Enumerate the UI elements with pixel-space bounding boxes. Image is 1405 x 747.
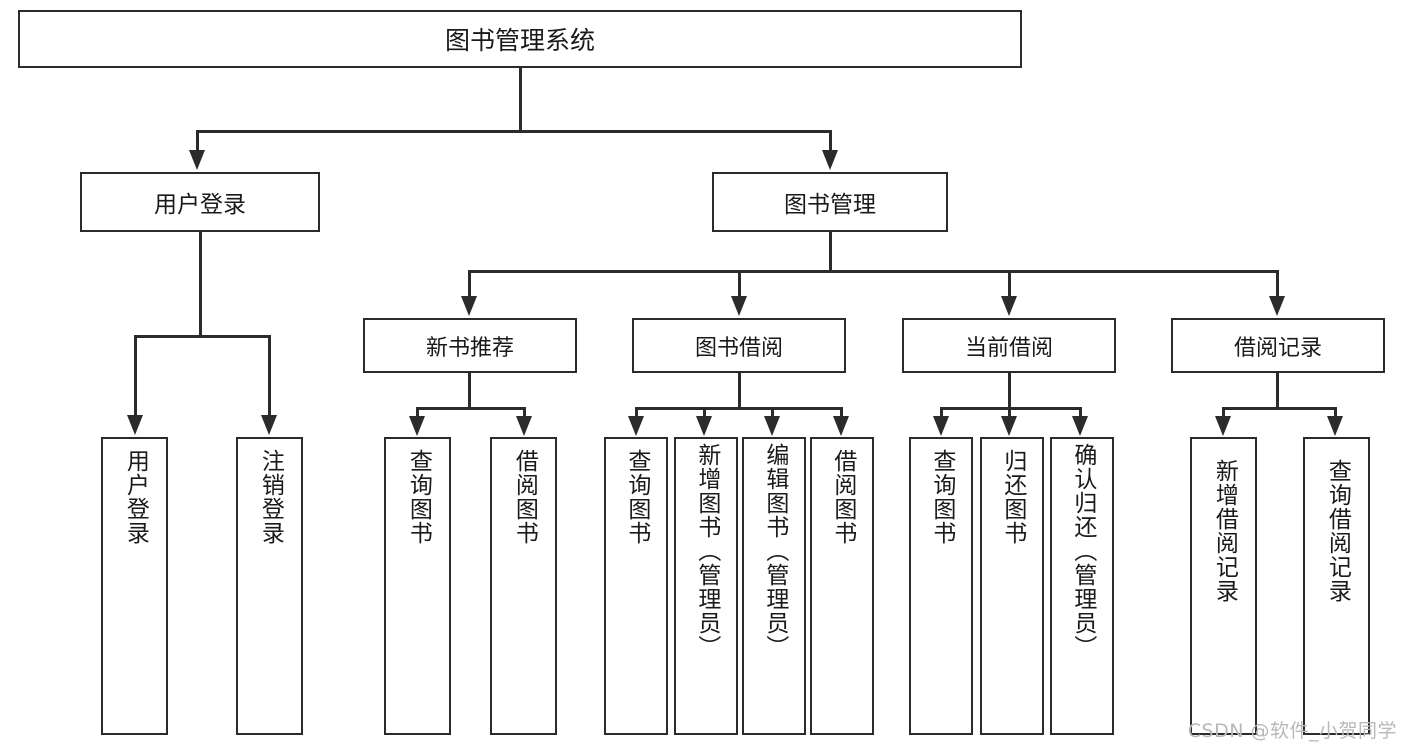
leaf-new-book-2[interactable]: 借阅图书 xyxy=(490,437,557,735)
connector-root-to-user-login xyxy=(196,130,199,152)
arrowhead-to-book-manage xyxy=(822,150,838,170)
node-root-label: 图书管理系统 xyxy=(444,26,595,55)
connector-root-to-book-manage xyxy=(829,130,832,152)
arrowhead-borrow-record-leaf2 xyxy=(1327,416,1343,436)
leaf-book-borrow-4[interactable]: 借阅图书 xyxy=(810,437,874,735)
connector-new-book-leaf2 xyxy=(523,407,526,418)
connector-current-borrow-leaf3 xyxy=(1079,407,1082,418)
node-new-book-recommend[interactable]: 新书推荐 xyxy=(363,318,577,373)
arrowhead-book-borrow-leaf1 xyxy=(628,416,644,436)
node-root-system[interactable]: 图书管理系统 xyxy=(18,10,1022,68)
leaf-book-borrow-4-label: 借阅图书 xyxy=(829,449,856,545)
connector-new-book-bar xyxy=(416,407,526,410)
connector-book-borrow-stem xyxy=(738,373,741,409)
arrowhead-borrow-record-leaf1 xyxy=(1215,416,1231,436)
arrowhead-new-book-leaf2 xyxy=(516,416,532,436)
node-user-login[interactable]: 用户登录 xyxy=(80,172,320,232)
connector-borrow-record-stem xyxy=(1276,373,1279,409)
leaf-new-book-1[interactable]: 查询图书 xyxy=(384,437,451,735)
arrowhead-new-book-leaf1 xyxy=(409,416,425,436)
leaf-user-login-2[interactable]: 注销登录 xyxy=(236,437,303,735)
connector-new-book-stem xyxy=(468,373,471,409)
leaf-borrow-record-1[interactable]: 新增借阅记录 xyxy=(1190,437,1257,735)
node-current-borrow[interactable]: 当前借阅 xyxy=(902,318,1116,373)
leaf-borrow-record-1-label: 新增借阅记录 xyxy=(1211,459,1238,603)
connector-book-borrow-leaf4 xyxy=(840,407,843,418)
connector-borrow-record-leaf1 xyxy=(1222,407,1225,418)
leaf-current-borrow-1-label: 查询图书 xyxy=(928,449,955,545)
connector-user-login-bar xyxy=(134,335,271,338)
leaf-new-book-1-label: 查询图书 xyxy=(405,449,432,545)
node-new-book-recommend-label: 新书推荐 xyxy=(425,335,514,361)
arrowhead-user-login-leaf2 xyxy=(261,415,277,435)
connector-book-borrow-leaf3 xyxy=(771,407,774,418)
connector-current-borrow-bar xyxy=(940,407,1082,410)
connector-user-login-stem xyxy=(199,232,202,336)
node-book-manage-label: 图书管理 xyxy=(784,192,876,218)
leaf-borrow-record-2[interactable]: 查询借阅记录 xyxy=(1303,437,1370,735)
leaf-user-login-1-label: 用户登录 xyxy=(122,449,149,545)
connector-book-manage-bar xyxy=(468,270,1279,273)
connector-book-manage-stem xyxy=(829,232,832,272)
arrowhead-current-borrow-leaf3 xyxy=(1072,416,1088,436)
leaf-book-borrow-3[interactable]: 编辑图书（管理员） xyxy=(742,437,806,735)
node-book-manage[interactable]: 图书管理 xyxy=(712,172,948,232)
connector-user-login-leaf2 xyxy=(268,335,271,417)
leaf-current-borrow-3-label: 确认归还（管理员） xyxy=(1069,443,1096,659)
leaf-new-book-2-label: 借阅图书 xyxy=(511,449,538,545)
arrowhead-book-borrow-leaf3 xyxy=(764,416,780,436)
leaf-book-borrow-1[interactable]: 查询图书 xyxy=(604,437,668,735)
leaf-book-borrow-1-label: 查询图书 xyxy=(623,449,650,545)
connector-user-login-leaf1 xyxy=(134,335,137,417)
arrowhead-user-login-leaf1 xyxy=(127,415,143,435)
node-current-borrow-label: 当前借阅 xyxy=(964,335,1053,361)
arrowhead-current-borrow-leaf1 xyxy=(933,416,949,436)
connector-borrow-record-leaf2 xyxy=(1334,407,1337,418)
arrowhead-to-user-login xyxy=(189,150,205,170)
node-book-borrow-label: 图书借阅 xyxy=(694,335,783,361)
leaf-book-borrow-2-label: 新增图书（管理员） xyxy=(693,443,720,659)
leaf-current-borrow-1[interactable]: 查询图书 xyxy=(909,437,973,735)
node-borrow-record-label: 借阅记录 xyxy=(1233,335,1322,361)
connector-borrow-record-bar xyxy=(1222,407,1337,410)
leaf-current-borrow-2-label: 归还图书 xyxy=(999,449,1026,545)
connector-book-borrow-bar xyxy=(635,407,843,410)
arrowhead-to-current-borrow xyxy=(1001,296,1017,316)
connector-root-bar xyxy=(196,130,832,133)
connector-to-book-borrow xyxy=(738,270,741,298)
connector-root-stem xyxy=(519,68,522,130)
node-book-borrow[interactable]: 图书借阅 xyxy=(632,318,846,373)
connector-to-current-borrow xyxy=(1008,270,1011,298)
connector-current-borrow-leaf1 xyxy=(940,407,943,418)
leaf-current-borrow-2[interactable]: 归还图书 xyxy=(980,437,1044,735)
leaf-book-borrow-2[interactable]: 新增图书（管理员） xyxy=(674,437,738,735)
arrowhead-current-borrow-leaf2 xyxy=(1001,416,1017,436)
leaf-user-login-2-label: 注销登录 xyxy=(257,449,284,545)
connector-new-book-leaf1 xyxy=(416,407,419,418)
connector-current-borrow-leaf2 xyxy=(1008,407,1011,418)
arrowhead-book-borrow-leaf4 xyxy=(833,416,849,436)
leaf-book-borrow-3-label: 编辑图书（管理员） xyxy=(761,443,788,659)
leaf-borrow-record-2-label: 查询借阅记录 xyxy=(1324,459,1351,603)
arrowhead-to-borrow-record xyxy=(1269,296,1285,316)
leaf-user-login-1[interactable]: 用户登录 xyxy=(101,437,168,735)
arrowhead-to-book-borrow xyxy=(731,296,747,316)
connector-to-new-book-recommend xyxy=(468,270,471,298)
arrowhead-book-borrow-leaf2 xyxy=(696,416,712,436)
connector-to-borrow-record xyxy=(1276,270,1279,298)
connector-book-borrow-leaf1 xyxy=(635,407,638,418)
connector-book-borrow-leaf2 xyxy=(703,407,706,418)
leaf-current-borrow-3[interactable]: 确认归还（管理员） xyxy=(1050,437,1114,735)
arrowhead-to-new-book-recommend xyxy=(461,296,477,316)
watermark-text: CSDN @软件_小贺同学 xyxy=(1187,720,1397,742)
node-user-login-label: 用户登录 xyxy=(154,192,246,218)
connector-current-borrow-stem xyxy=(1008,373,1011,409)
node-borrow-record[interactable]: 借阅记录 xyxy=(1171,318,1385,373)
